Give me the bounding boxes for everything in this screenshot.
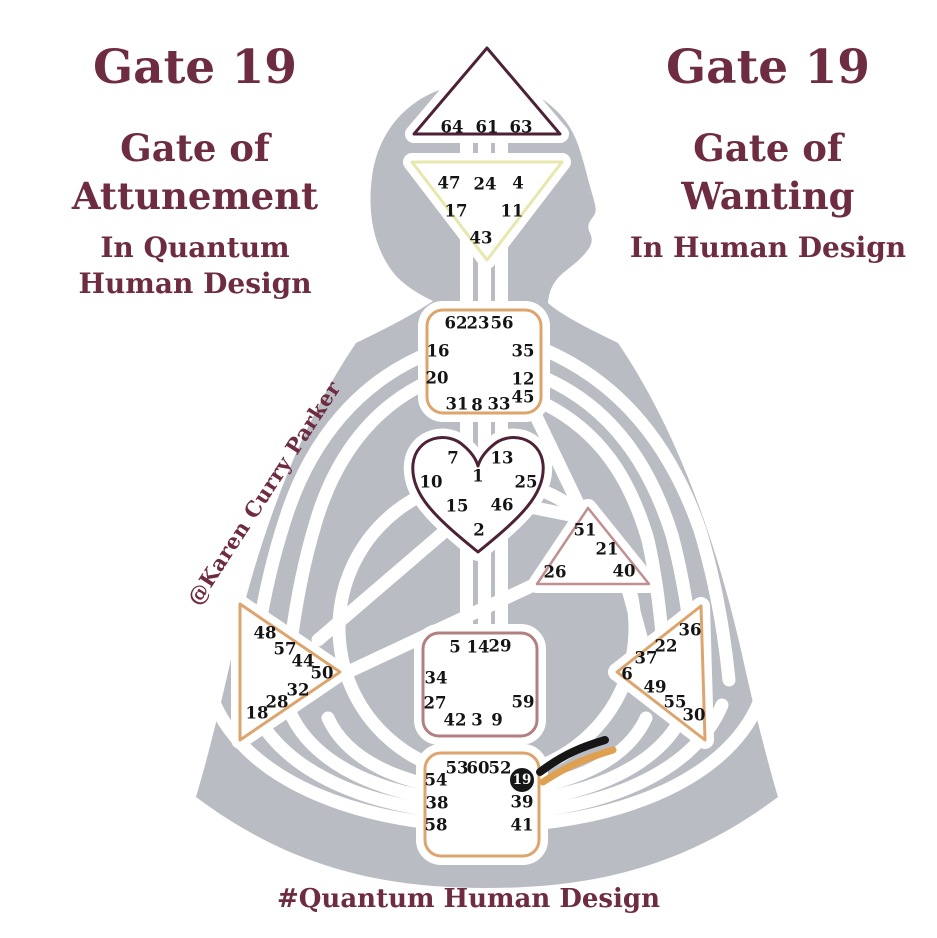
right-gate-subtitle: Gate of Wanting [681,125,855,218]
gate-56: 56 [491,314,514,333]
gate-19-badge: 19 [508,766,536,794]
gate-5: 5 [449,638,460,657]
gate-54: 54 [425,771,448,790]
gate-24: 24 [474,175,497,194]
gate-19: 19 [513,772,532,788]
will-center [528,499,658,593]
gate-7: 7 [447,449,458,468]
right-caption-block: Gate 19 Gate of Wanting In Human Design [630,40,906,266]
solar-plexus-center [608,597,714,749]
gate-61: 61 [476,118,499,137]
gate-38: 38 [426,794,449,813]
gate-43: 43 [470,229,493,248]
right-gate-context: In Human Design [629,230,907,264]
gate-62: 62 [445,314,468,333]
gate-49: 49 [644,678,667,697]
gate-41: 41 [511,816,534,835]
gate-18: 18 [246,704,269,723]
gate-36: 36 [679,621,702,640]
gate-20: 20 [426,369,449,388]
gate-10: 10 [420,473,443,492]
sacral-center [414,624,546,745]
gate-23: 23 [467,314,490,333]
left-gate-subtitle: Gate of Attunement [71,125,319,218]
gate-33: 33 [488,395,511,414]
gate-15: 15 [446,497,469,516]
highlight-channel-orange [539,746,617,786]
left-caption-block: Gate 19 Gate of Attunement In Quantum Hu… [45,42,345,303]
gate-59: 59 [512,693,535,712]
gate-4: 4 [512,174,523,193]
gate-40: 40 [613,562,636,581]
gate-64: 64 [441,118,464,137]
gate-9: 9 [491,711,502,730]
gate-51: 51 [574,521,597,540]
gate-1: 1 [472,467,483,486]
gate-47: 47 [438,174,461,193]
channel-right-outer [538,343,736,687]
gate-52: 52 [489,759,512,778]
gate-42: 42 [444,711,467,730]
gate-3: 3 [471,711,482,730]
highlight-channel-black [536,736,609,776]
channel-heart-spleen [311,518,459,647]
gate-45: 45 [512,388,535,407]
gate-39: 39 [511,793,534,812]
gate-58: 58 [425,816,448,835]
gate-44: 44 [292,652,315,671]
gate-8: 8 [471,396,482,415]
gate-numbers: 64 61 63 47 24 4 17 11 43 62 23 56 16 35… [246,118,706,835]
gate-30: 30 [683,706,706,725]
head-center [405,39,569,143]
gate-34: 34 [425,669,448,688]
gate-26: 26 [544,563,567,582]
gate-11: 11 [501,202,524,221]
channel-right-inner [538,397,672,679]
gate-6: 6 [621,665,632,684]
gate-48: 48 [254,624,277,643]
footer-hashtag: #Quantum Human Design [276,884,661,914]
gate-35: 35 [512,342,535,361]
gate-29: 29 [489,637,512,656]
gate-22: 22 [655,637,678,656]
right-gate-title: Gate 19 [666,40,870,95]
gate-53: 53 [446,759,469,778]
gate-14: 14 [467,638,490,657]
gate-27: 27 [424,694,447,713]
channel-left-inner [280,373,439,685]
gate-55: 55 [664,693,687,712]
gate-25: 25 [515,473,538,492]
gate-21: 21 [596,540,619,559]
gate-16: 16 [427,342,450,361]
left-gate-context: In Quantum Human Design [78,230,312,301]
gate-37: 37 [635,649,658,668]
gate-28: 28 [266,693,289,712]
gate-63: 63 [510,118,533,137]
gate-17: 17 [445,202,468,221]
ajna-center [403,153,571,269]
spleen-center [231,595,349,749]
gate-32: 32 [287,681,310,700]
gate-46: 46 [491,496,514,515]
gate-57: 57 [274,640,297,659]
channel-will-throat [527,405,589,519]
gate-31: 31 [446,395,469,414]
gate-13: 13 [491,449,514,468]
gate-12: 12 [512,370,535,389]
gate-50: 50 [311,664,334,683]
g-center [403,428,553,561]
left-gate-title: Gate 19 [93,40,297,95]
gate-60: 60 [467,759,490,778]
gate-2: 2 [473,521,484,540]
throat-center [418,301,550,422]
